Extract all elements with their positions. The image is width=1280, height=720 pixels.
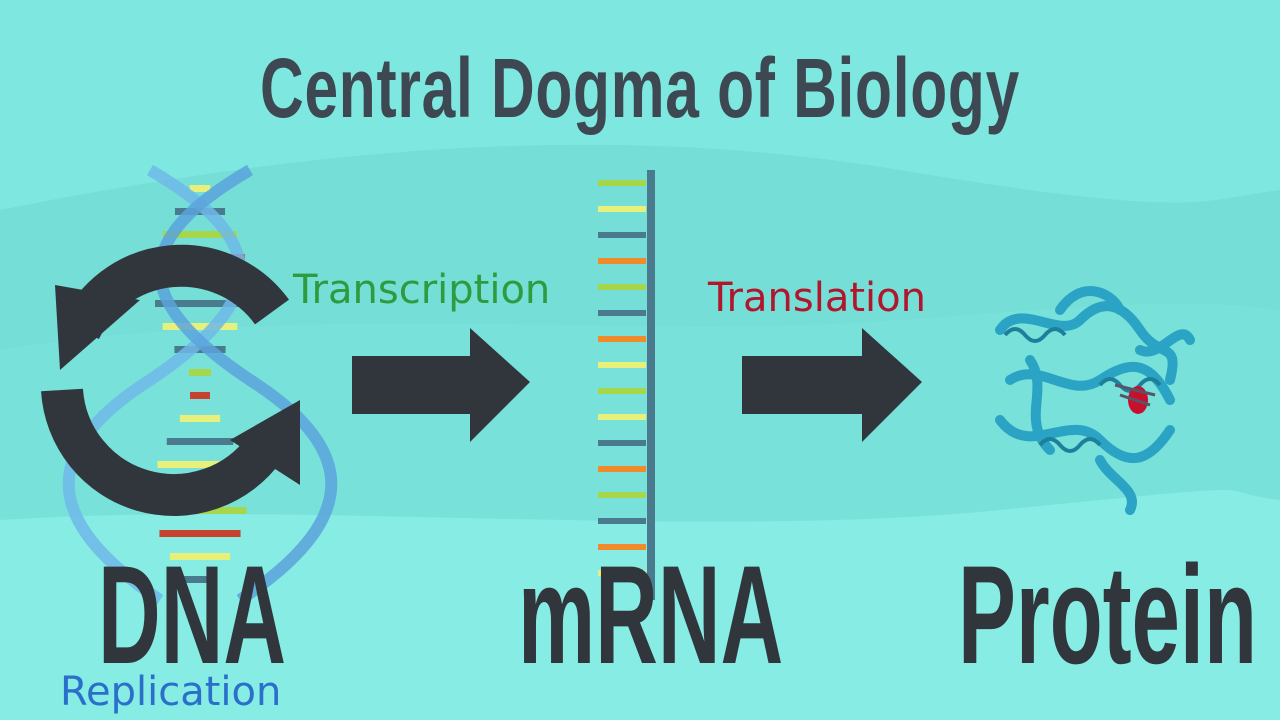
mrna-base [598,180,646,186]
helix-rung [163,231,237,238]
mrna-base [598,284,646,290]
translation-label: Translation [708,275,926,321]
transcription-arrow-icon [352,328,530,442]
helix-rung [188,369,212,376]
mrna-base [598,336,646,342]
helix-rung [189,185,211,192]
mrna-base [598,440,646,446]
helix-rung [183,576,217,583]
helix-rung [166,438,234,445]
helix-rung [179,415,221,422]
mrna-label: mRNA [518,536,784,693]
mrna-base [598,570,646,576]
mrna-base [598,492,646,498]
replication-label: Replication [60,669,282,715]
mrna-base [598,388,646,394]
mrna-base [598,232,646,238]
helix-rung [162,323,238,330]
helix-rung [157,461,243,468]
helix-rung [190,392,210,399]
dna-label: DNA [98,536,287,693]
mrna-base [598,258,646,264]
mrna-base [598,544,646,550]
page-title: Central Dogma of Biology [260,41,1020,135]
protein-label: Protein [958,536,1258,693]
mrna-base [598,414,646,420]
mrna-base [598,206,646,212]
mrna-base [598,310,646,316]
translation-arrow-icon [742,328,922,442]
mrna-base [598,362,646,368]
helix-rung [155,300,245,307]
mrna-base [598,466,646,472]
helix-rung [159,530,241,537]
mrna-base [598,518,646,524]
helix-rung [169,553,231,560]
transcription-label: Transcription [293,267,551,313]
